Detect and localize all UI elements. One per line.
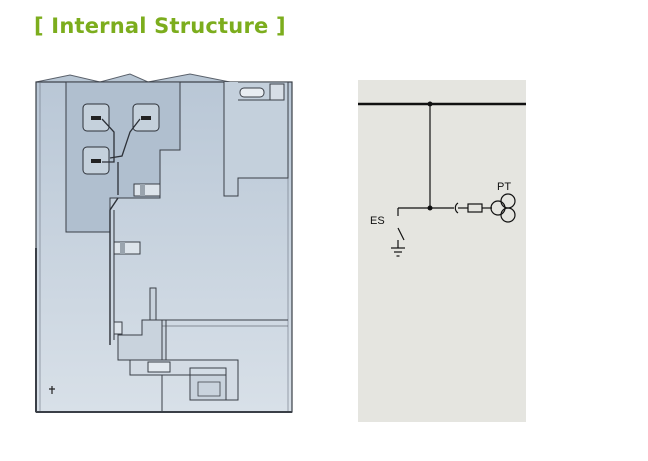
pt-label: PT xyxy=(497,181,511,193)
earthing-switch xyxy=(397,227,405,241)
fuse-icon xyxy=(467,203,483,213)
cabinet-cross-section xyxy=(35,73,293,413)
roof-vents xyxy=(35,73,231,83)
es-label: ES xyxy=(370,215,385,227)
schematic-background xyxy=(358,80,526,422)
insulator-middle xyxy=(113,241,141,255)
lv-compartment xyxy=(223,81,289,197)
breaker-arm xyxy=(149,287,157,324)
page-title: [ Internal Structure ] xyxy=(34,14,286,38)
insulator-upper xyxy=(133,183,161,197)
earth-mark xyxy=(49,386,55,394)
disconnector-icon xyxy=(454,202,459,214)
indicator-lamp xyxy=(239,87,265,98)
pt-transformer-icon xyxy=(490,193,516,223)
ground-icon xyxy=(391,247,405,257)
single-line-diagram: ES PT xyxy=(358,80,526,422)
